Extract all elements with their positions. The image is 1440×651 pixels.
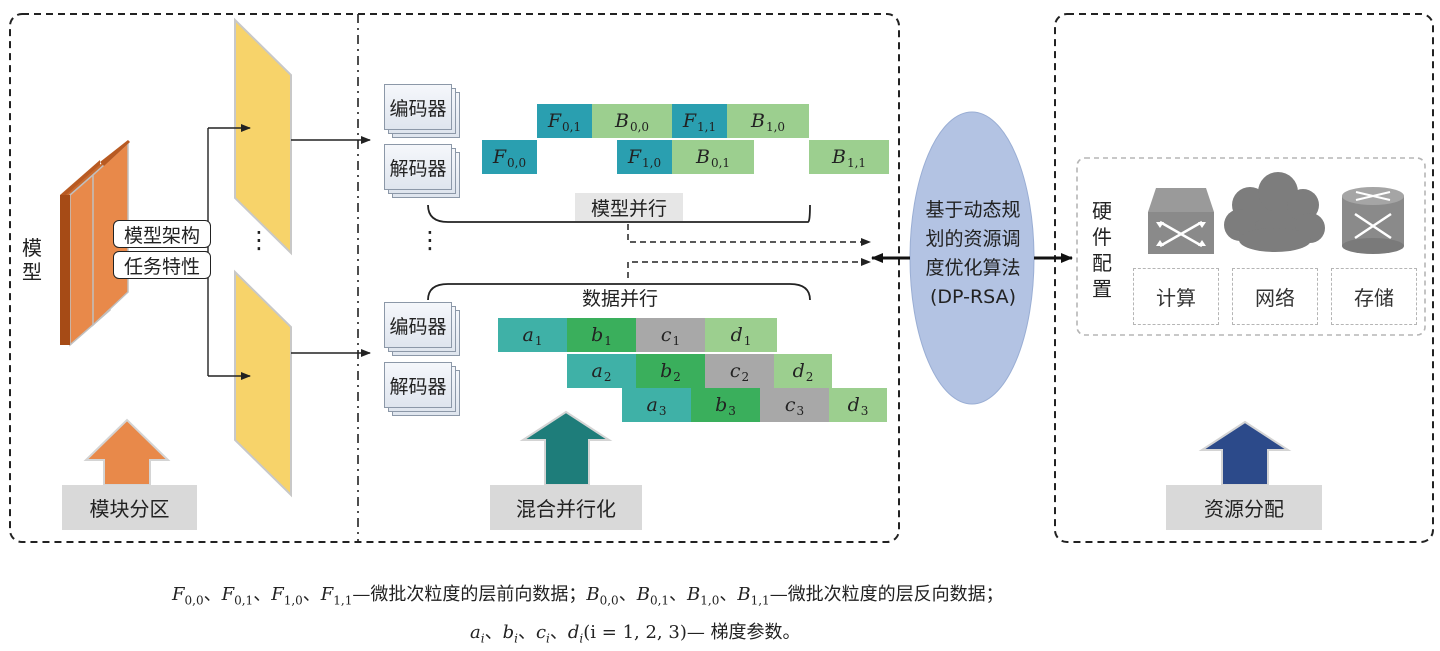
encoder-label: 编码器 xyxy=(384,302,452,348)
arrow-up-orange-icon xyxy=(83,418,171,486)
decoder-label: 解码器 xyxy=(384,362,452,408)
legend-forward-text: —微批次粒度的层前向数据； xyxy=(352,584,587,605)
arrow-up-blue-icon xyxy=(1198,420,1292,486)
hardware-config-label: 硬件配置 xyxy=(1092,199,1112,301)
encoder-label: 编码器 xyxy=(384,84,452,130)
model-label: 模型 xyxy=(22,236,42,284)
resource-allocation-label: 资源分配 xyxy=(1166,485,1322,530)
model-parallel-label: 模型并行 xyxy=(575,193,683,221)
compute-switch-icon xyxy=(1148,188,1214,254)
left-panel-border xyxy=(9,13,900,543)
decoder-label: 解码器 xyxy=(384,144,452,190)
right-panel-border xyxy=(1054,13,1434,543)
hardware-panel-border xyxy=(1076,157,1426,336)
storage-box: 存储 xyxy=(1331,268,1417,325)
network-box: 网络 xyxy=(1232,268,1318,325)
algorithm-text: 基于动态规 划的资源调 度优化算法 (DP-RSA) xyxy=(912,196,1034,312)
yellow-module-bottom xyxy=(234,269,292,498)
algorithm-line-3: 度优化算法 xyxy=(925,257,1021,279)
encoder-stack-bottom: 编码器 xyxy=(384,302,460,356)
legend-backward-text: —微批次粒度的层反向数据； xyxy=(769,584,1004,605)
algorithm-line-1: 基于动态规 xyxy=(925,199,1021,221)
model-architecture-tag: 模型架构 xyxy=(113,220,211,248)
legend-gradient-text: (i = 1, 2, 3)— 梯度参数。 xyxy=(583,622,801,643)
network-cloud-icon xyxy=(1224,172,1325,252)
storage-cylinder-icon xyxy=(1342,187,1404,254)
algorithm-line-4: (DP-RSA) xyxy=(930,286,1016,308)
algorithm-line-2: 划的资源调 xyxy=(925,228,1021,250)
encoder-stack-top: 编码器 xyxy=(384,84,460,138)
module-partition-label: 模块分区 xyxy=(62,485,197,530)
legend-line-2: ai、bi、ci、di(i = 1, 2, 3)— 梯度参数。 xyxy=(470,622,801,646)
data-parallel-brace xyxy=(427,283,811,301)
yellow-module-top xyxy=(234,17,292,256)
legend-line-1: F0,0、F0,1、F1,0、F1,1—微批次粒度的层前向数据；B0,0、B0,… xyxy=(172,584,1004,608)
decoder-stack-bottom: 解码器 xyxy=(384,362,460,416)
decoder-stack-top: 解码器 xyxy=(384,144,460,198)
vertical-dots: ⋮ xyxy=(247,226,271,254)
model-parallel-brace xyxy=(427,204,811,223)
hybrid-parallel-label: 混合并行化 xyxy=(490,485,642,530)
task-characteristics-tag: 任务特性 xyxy=(113,251,211,279)
middle-vertical-dots: ⋮ xyxy=(418,226,442,254)
data-parallel-label: 数据并行 xyxy=(582,288,659,310)
compute-box: 计算 xyxy=(1133,268,1219,325)
model-block-icon xyxy=(60,140,130,347)
arrow-up-teal-icon xyxy=(519,410,613,486)
